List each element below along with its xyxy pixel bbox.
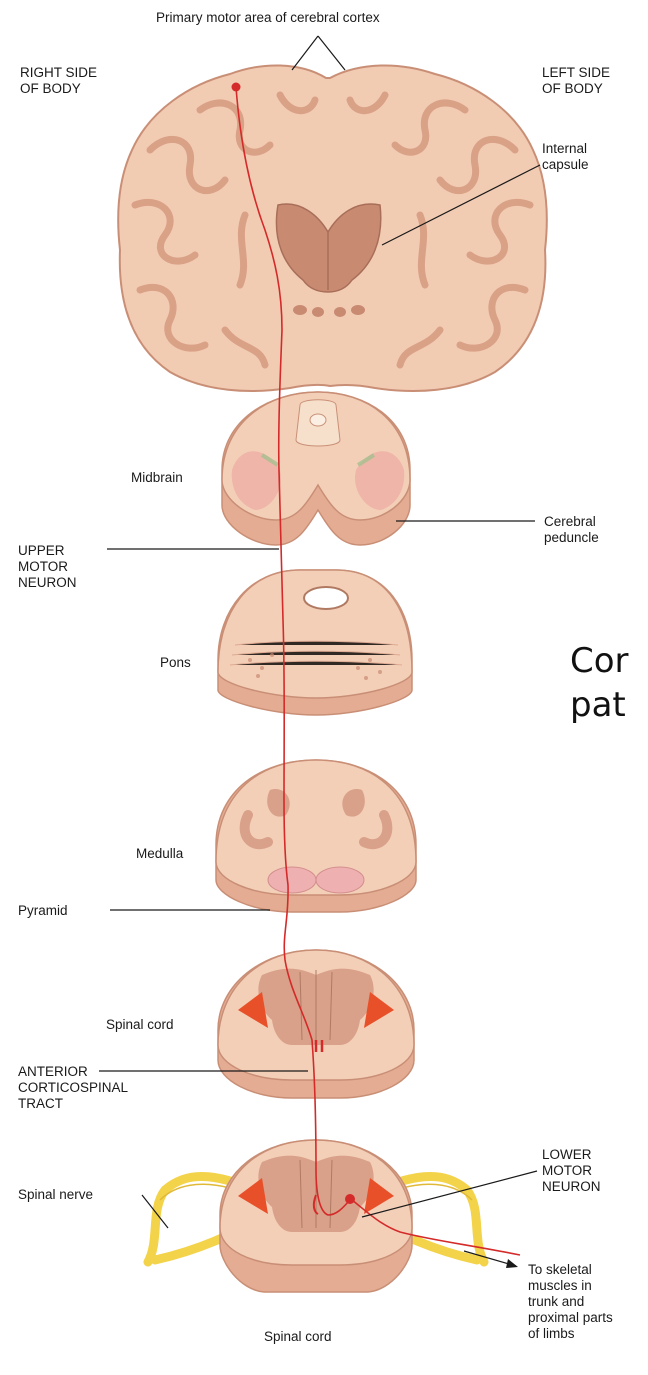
upper-motor-neuron-label-line1: UPPER xyxy=(18,542,65,559)
title-fragment-line2: pat xyxy=(570,684,626,726)
internal-capsule-label-line1: Internal xyxy=(542,140,587,157)
spinal-nerve-label: Spinal nerve xyxy=(18,1186,93,1203)
pons-label: Pons xyxy=(160,654,191,671)
anterior-corticospinal-label-line3: TRACT xyxy=(18,1095,63,1112)
primary-motor-area-label: Primary motor area of cerebral cortex xyxy=(156,9,380,26)
title-fragment-line1: Cor xyxy=(570,640,629,682)
medulla-section xyxy=(216,760,416,912)
right-side-label-line1: RIGHT SIDE xyxy=(20,64,97,81)
upper-motor-neuron-cell-body xyxy=(232,83,241,92)
internal-capsule-label-line2: capsule xyxy=(542,156,589,173)
skeletal-muscles-label-line4: proximal parts xyxy=(528,1309,613,1326)
pons-section xyxy=(218,570,412,715)
spinal-cord-upper-section xyxy=(218,950,414,1098)
pyramid-label: Pyramid xyxy=(18,902,68,919)
midbrain-section xyxy=(222,392,410,545)
medulla-label: Medulla xyxy=(136,845,183,862)
cerebral-peduncle-label-line2: peduncle xyxy=(544,529,599,546)
lower-motor-neuron-label-line3: NEURON xyxy=(542,1178,601,1195)
skeletal-muscles-label-line1: To skeletal xyxy=(528,1261,592,1278)
lower-motor-neuron-cell-body xyxy=(345,1194,355,1204)
cerebral-peduncle-label-line1: Cerebral xyxy=(544,513,596,530)
spinal-cord-bottom-label: Spinal cord xyxy=(264,1328,332,1345)
pyramid-left xyxy=(268,867,316,893)
lower-motor-neuron-label-line1: LOWER xyxy=(542,1146,592,1163)
left-side-label-line1: LEFT SIDE xyxy=(542,64,610,81)
upper-motor-neuron-label-line2: MOTOR xyxy=(18,558,68,575)
anterior-corticospinal-label-line2: CORTICOSPINAL xyxy=(18,1079,128,1096)
skeletal-muscles-label-line5: of limbs xyxy=(528,1325,575,1342)
upper-motor-neuron-label-line3: NEURON xyxy=(18,574,77,591)
lower-motor-neuron-label-line2: MOTOR xyxy=(542,1162,592,1179)
right-side-label-line2: OF BODY xyxy=(20,80,81,97)
fourth-ventricle xyxy=(304,587,348,609)
anterior-corticospinal-label-line1: ANTERIOR xyxy=(18,1063,88,1080)
skeletal-muscles-label-line3: trunk and xyxy=(528,1293,584,1310)
pyramid-right xyxy=(316,867,364,893)
skeletal-muscles-label-line2: muscles in xyxy=(528,1277,592,1294)
midbrain-label: Midbrain xyxy=(131,469,183,486)
cerebrum-coronal-section xyxy=(118,65,547,391)
left-side-label-line2: OF BODY xyxy=(542,80,603,97)
spinal-cord-upper-label: Spinal cord xyxy=(106,1016,174,1033)
